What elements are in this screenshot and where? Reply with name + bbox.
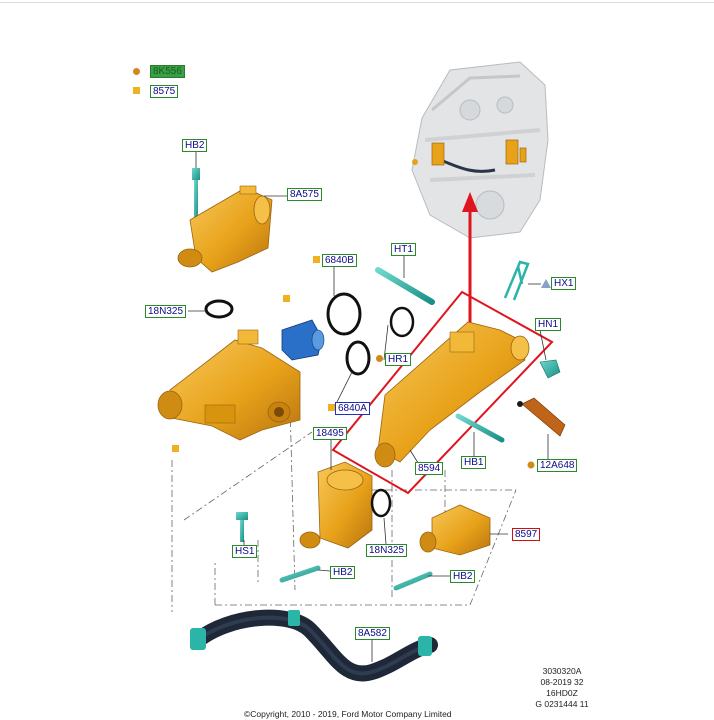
callout-hb1: HB1 (461, 456, 487, 469)
callout-hb2-right: HB2 (450, 570, 476, 583)
o-ring-18n325-bottom (370, 488, 392, 518)
callout-8a575: 8A575 (287, 188, 322, 201)
bolt-hb2-right (393, 571, 433, 591)
gasket-6840b (326, 292, 362, 336)
coolant-housing-main (157, 329, 301, 441)
callout-hb2-top: HB2 (182, 139, 208, 152)
temp-sensor-12a648 (517, 397, 566, 437)
outlet-housing-8594 (374, 321, 530, 468)
callout-8597: 8597 (512, 528, 541, 541)
square-marker-lower-left (172, 445, 179, 452)
legend-dot-marker (133, 68, 140, 75)
callout-hb2-mid: HB2 (330, 566, 356, 579)
doc-code: 16HD0Z (546, 688, 578, 698)
highlight-frame (331, 290, 554, 495)
o-ring-18n325-left (204, 299, 234, 319)
doc-code: G 0231444 11 (535, 699, 589, 709)
triangle-marker-hx1 (541, 279, 551, 288)
callout-6840a: 6840A (335, 402, 370, 415)
callout-hs1: HS1 (232, 545, 258, 558)
o-ring-hr1 (389, 306, 415, 338)
copyright-notice: ©Copyright, 2010 - 2019, Ford Motor Comp… (244, 709, 452, 719)
thermostat-housing-8a575 (177, 185, 273, 273)
bolt-hb2-mid (279, 565, 321, 583)
callout-18n325-bottom: 18N325 (366, 544, 408, 557)
sensor-hn1 (539, 359, 561, 379)
callout-leaders (188, 150, 549, 662)
square-marker-6840a (328, 404, 335, 411)
location-arrow (462, 192, 478, 328)
callout-hr1: HR1 (385, 353, 412, 366)
pump-housing-18495 (299, 461, 373, 549)
tube-ht1 (375, 267, 435, 305)
doc-code: 08-2019 32 (540, 677, 584, 687)
clip-hx1 (503, 260, 530, 301)
legend-dot-ref: 8K556 (150, 65, 185, 78)
callout-hn1: HN1 (535, 318, 562, 331)
fitting-8597 (419, 504, 491, 556)
callout-6840b: 6840B (322, 254, 357, 267)
document-codes: 3030320A 08-2019 32 16HD0Z G 0231444 11 (522, 666, 602, 710)
callout-18495: 18495 (313, 427, 347, 440)
callout-8594: 8594 (415, 462, 444, 475)
callout-18n325-left: 18N325 (145, 305, 187, 318)
electric-pump-blue (281, 319, 325, 361)
marker-6840b (313, 256, 320, 263)
bolt-hs1 (236, 512, 248, 542)
top-divider (0, 2, 714, 3)
square-marker-pump (283, 295, 290, 302)
bolt-hb2-top (192, 168, 200, 220)
legend-square-marker (133, 87, 140, 94)
assembly-guide-lines (171, 404, 517, 612)
callout-hx1: HX1 (551, 277, 577, 290)
engine-overview-image (411, 61, 549, 239)
coolant-hose-8a582 (190, 609, 438, 682)
callout-ht1: HT1 (391, 243, 416, 256)
marker-hr1 (376, 355, 383, 362)
doc-code: 3030320A (542, 666, 582, 676)
dot-marker-12a648 (527, 461, 535, 469)
bolt-hb1 (455, 413, 505, 443)
legend-square-ref: 8575 (150, 85, 179, 98)
gasket-6840a (345, 340, 371, 376)
callout-8a582: 8A582 (355, 627, 390, 640)
callout-12a648: 12A648 (537, 459, 578, 472)
